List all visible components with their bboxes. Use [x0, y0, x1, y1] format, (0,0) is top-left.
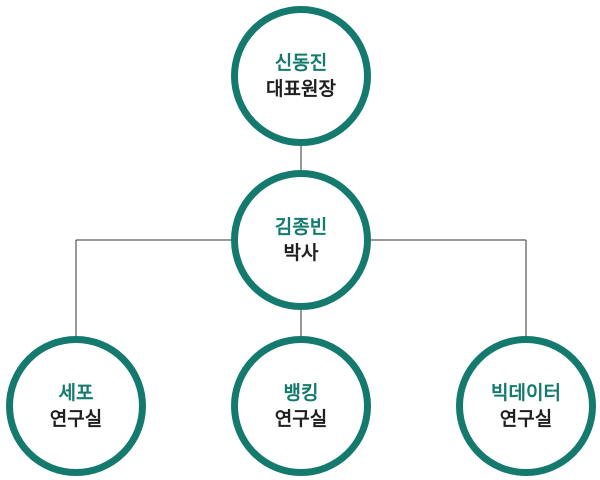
node-cell-lab-role: 연구실: [49, 408, 103, 430]
node-cell-lab: 세포 연구실: [6, 336, 146, 476]
node-ceo-name: 신동진: [274, 52, 328, 74]
node-banking-lab-role: 연구실: [274, 408, 328, 430]
node-bigdata-lab: 빅데이터 연구실: [456, 336, 596, 476]
node-bigdata-lab-role: 연구실: [499, 408, 553, 430]
node-ceo: 신동진 대표원장: [231, 6, 371, 146]
node-kim-name: 김종빈: [274, 216, 328, 238]
node-banking-lab: 뱅킹 연구실: [231, 336, 371, 476]
node-banking-lab-name: 뱅킹: [283, 382, 319, 404]
node-kim-role: 박사: [283, 242, 319, 264]
node-bigdata-lab-name: 빅데이터: [491, 382, 561, 404]
node-cell-lab-name: 세포: [58, 382, 94, 404]
node-ceo-role: 대표원장: [266, 78, 336, 100]
node-kim: 김종빈 박사: [231, 170, 371, 310]
